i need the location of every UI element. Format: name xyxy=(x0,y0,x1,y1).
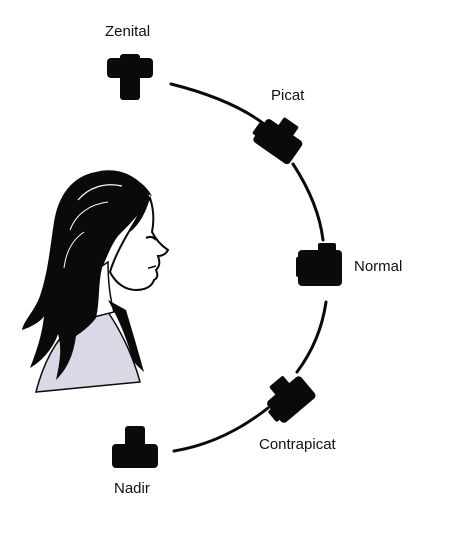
camera-contrapicat-icon xyxy=(267,376,316,423)
camera-arc xyxy=(169,82,328,453)
camera-picat-icon xyxy=(252,117,303,165)
label-contrapicat: Contrapicat xyxy=(259,436,336,453)
label-zenital: Zenital xyxy=(105,23,151,40)
camera-normal-icon xyxy=(296,243,342,286)
label-normal: Normal xyxy=(354,258,403,275)
woman-profile-illustration xyxy=(22,170,170,393)
camera-nadir-icon xyxy=(112,426,158,468)
label-picat: Picat xyxy=(271,87,305,104)
camera-zenital-icon xyxy=(107,54,153,100)
label-nadir: Nadir xyxy=(114,480,150,497)
